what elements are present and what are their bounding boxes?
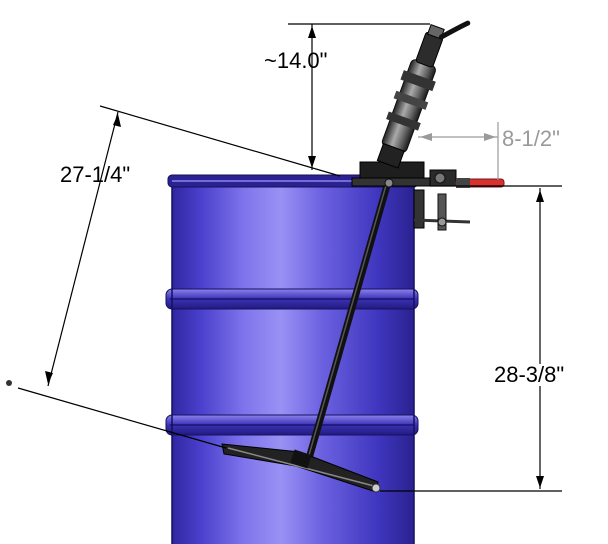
label-drum-height: 28-3/8" <box>492 362 567 387</box>
drum-rib-lower <box>165 414 419 436</box>
pump-motor <box>376 20 471 169</box>
dimension-drum-height <box>380 185 562 492</box>
label-mount-offset: 8-1/2" <box>502 126 560 151</box>
dimension-mount-offset <box>418 122 499 180</box>
label-pump-height: ~14.0" <box>264 48 328 73</box>
label-diagonal-length: 27-1/4" <box>60 162 131 187</box>
stray-dot <box>6 380 12 386</box>
pump-foot <box>221 443 381 493</box>
dimension-diagonal-length <box>17 105 341 449</box>
dimension-pump-height <box>288 23 430 170</box>
pump-tube <box>304 178 392 466</box>
drum-rib-upper <box>165 288 419 310</box>
drum-mount-bracket <box>351 161 505 231</box>
